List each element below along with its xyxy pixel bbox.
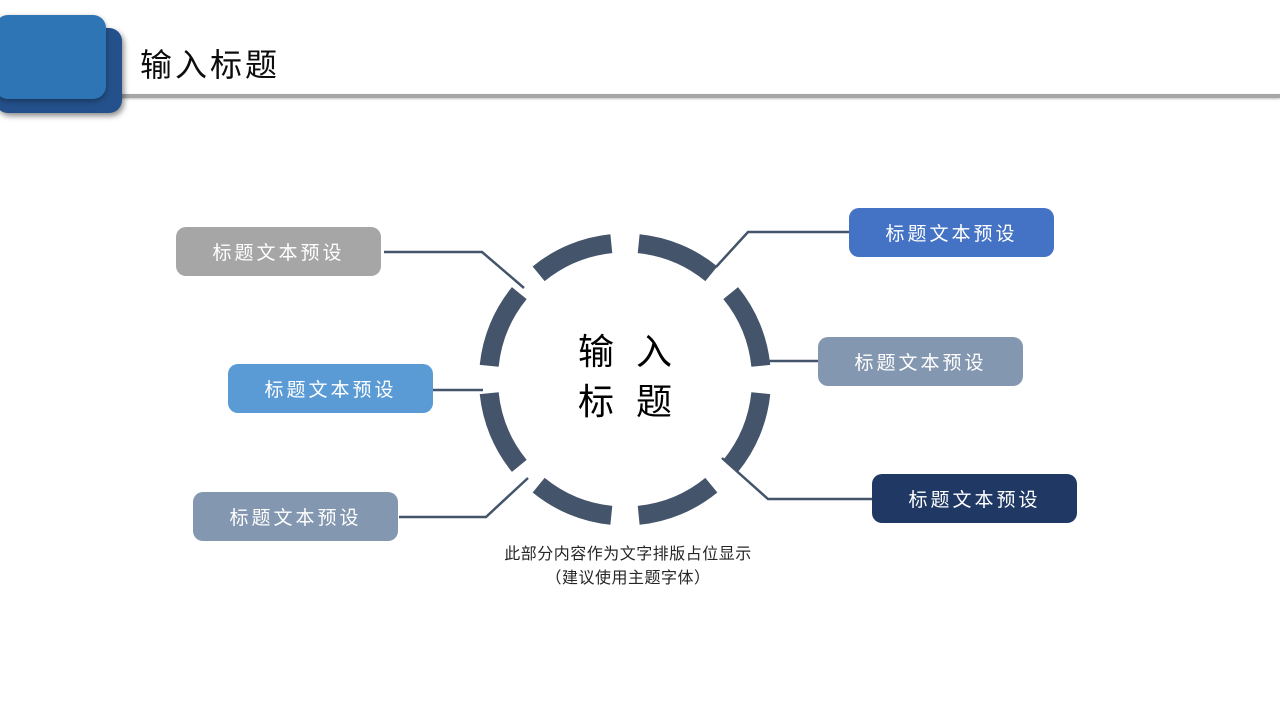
ring-segment xyxy=(723,287,771,368)
caption-line1: 此部分内容作为文字排版占位显示 xyxy=(504,544,752,563)
slide-title: 输入标题 xyxy=(140,46,281,84)
connector-right-top xyxy=(715,230,849,268)
ring-segment xyxy=(637,477,718,525)
title-separator-line xyxy=(118,94,1280,98)
connector-left-bottom xyxy=(399,477,529,519)
caption-line2: （建议使用主题字体） xyxy=(545,568,711,587)
center-title-line2: 标题 xyxy=(577,382,694,423)
connector-lines xyxy=(384,230,872,519)
ring-segment xyxy=(532,477,613,525)
diagram-center-title: 输入 标题 xyxy=(495,328,755,428)
item-box-left-bottom: 标题文本预设 xyxy=(193,492,398,541)
ring-segment xyxy=(637,234,718,282)
item-box-left-middle: 标题文本预设 xyxy=(228,364,433,413)
item-label: 标题文本预设 xyxy=(854,352,987,374)
item-box-right-top: 标题文本预设 xyxy=(849,208,1054,257)
connector-left-top xyxy=(384,250,525,289)
diagram-caption: 此部分内容作为文字排版占位显示 （建议使用主题字体） xyxy=(428,542,828,590)
item-label: 标题文本预设 xyxy=(212,242,345,264)
item-box-right-bottom: 标题文本预设 xyxy=(872,474,1077,523)
connector-right-bottom xyxy=(721,457,872,501)
ring-segment xyxy=(532,234,613,282)
ring-segment xyxy=(479,391,527,472)
segmented-ring xyxy=(479,234,771,525)
ring-segment xyxy=(479,287,527,368)
item-label: 标题文本预设 xyxy=(885,223,1018,245)
item-box-right-middle: 标题文本预设 xyxy=(818,337,1023,386)
item-label: 标题文本预设 xyxy=(229,507,362,529)
item-box-left-top: 标题文本预设 xyxy=(176,227,381,276)
item-label: 标题文本预设 xyxy=(908,489,1041,511)
ring-segment xyxy=(723,391,771,472)
center-title-line1: 输入 xyxy=(577,332,694,373)
item-label: 标题文本预设 xyxy=(264,379,397,401)
title-accent-front-shape xyxy=(0,15,106,99)
